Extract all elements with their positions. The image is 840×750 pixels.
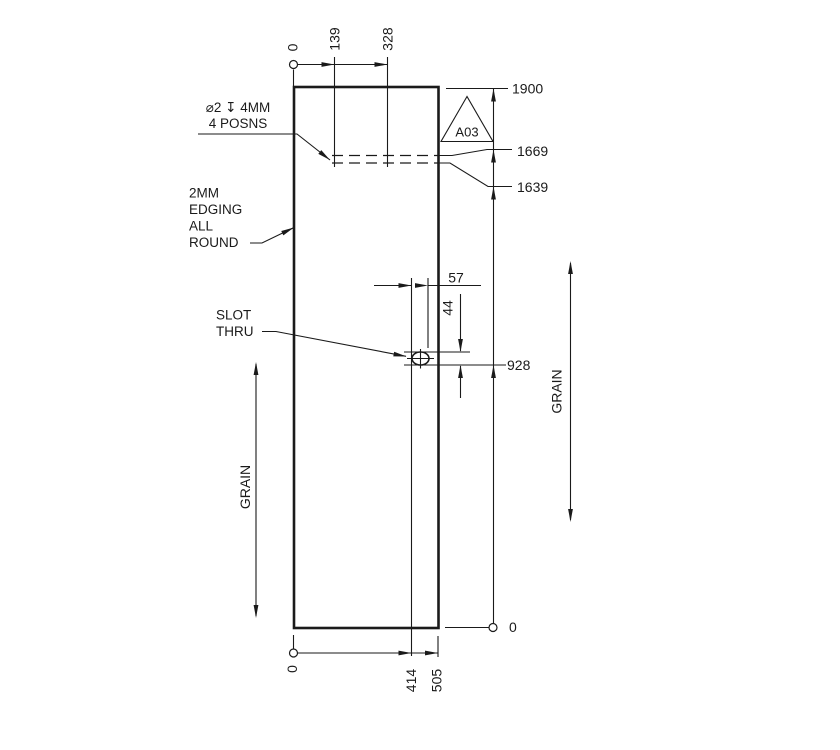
grain-arrow-down — [568, 509, 573, 522]
right-dimension-chain: 1900 1669 1639 928 0 — [438, 81, 548, 635]
bottom-dimension-chain: 0 414 505 — [284, 635, 445, 692]
grain-arrow-up — [568, 261, 573, 274]
bottom-datum-circle — [288, 648, 299, 658]
top-dimension-chain: 0 139 328 — [285, 27, 396, 167]
grain-arrow-down — [253, 605, 259, 618]
slot-height-label: 44 — [440, 300, 456, 316]
slot-note-leader-line — [262, 330, 407, 357]
revision-flag-label: A03 — [455, 125, 478, 140]
top-datum-circle — [288, 59, 299, 70]
revision-flag: A03 — [440, 95, 494, 143]
dim-arrow — [398, 650, 412, 656]
dim-arrow — [398, 283, 412, 288]
hole-note: ⌀2 ↧ 4MM 4 POSNS — [198, 100, 332, 162]
grain-label-left: GRAIN — [237, 465, 253, 509]
edging-note-line4: ROUND — [189, 235, 239, 250]
dim-arrow — [458, 365, 463, 378]
hole-note-line1: ⌀2 ↧ 4MM — [206, 100, 270, 115]
edging-note: 2MM EDGING ALL ROUND — [189, 186, 296, 250]
dim-arrow — [321, 62, 335, 67]
top-dim-label-139: 139 — [327, 27, 343, 51]
right-datum-circle — [488, 622, 498, 633]
right-dim-label-1669: 1669 — [517, 143, 548, 159]
dim-arrow — [374, 62, 388, 67]
dim-arrow — [415, 283, 428, 288]
hole-note-leader-line — [198, 133, 331, 161]
slot-dimensions: 57 44 — [374, 270, 506, 656]
edging-note-line3: ALL — [189, 219, 214, 234]
grain-indicator-right: GRAIN — [549, 261, 573, 522]
panel-outline — [292, 85, 440, 630]
hole-pattern — [332, 154, 438, 164]
leader-1669 — [438, 148, 512, 157]
grain-indicator-left: GRAIN — [237, 362, 259, 618]
slot-feature: SLOT THRU — [216, 308, 434, 369]
bottom-dim-label-505: 505 — [429, 669, 445, 693]
slot-note-line1: SLOT — [216, 308, 251, 323]
bottom-dim-label-0: 0 — [284, 665, 300, 673]
dim-arrow — [491, 186, 496, 200]
dim-arrow — [425, 650, 438, 656]
slot-width-label: 57 — [448, 270, 464, 286]
edging-note-line1: 2MM — [189, 186, 219, 201]
top-dim-label-328: 328 — [380, 27, 396, 51]
dim-arrow — [491, 149, 496, 163]
right-dim-label-1639: 1639 — [517, 179, 548, 195]
slot-note-line2: THRU — [216, 324, 254, 339]
dim-arrow — [491, 88, 496, 102]
top-dim-label-0: 0 — [285, 43, 301, 51]
revision-triangle — [440, 95, 494, 143]
dim-arrow — [458, 339, 463, 352]
leader-arrow — [393, 351, 407, 359]
edging-note-line2: EDGING — [189, 202, 242, 217]
right-dim-label-1900: 1900 — [512, 81, 543, 97]
right-dim-label-928: 928 — [507, 357, 531, 373]
hole-note-line2: 4 POSNS — [209, 116, 268, 131]
bottom-dim-label-414: 414 — [403, 669, 419, 693]
leader-1639 — [438, 162, 512, 188]
right-dim-label-0: 0 — [509, 619, 517, 635]
grain-arrow-up — [253, 362, 259, 375]
dim-arrow — [491, 365, 496, 378]
grain-label-right: GRAIN — [549, 369, 565, 413]
